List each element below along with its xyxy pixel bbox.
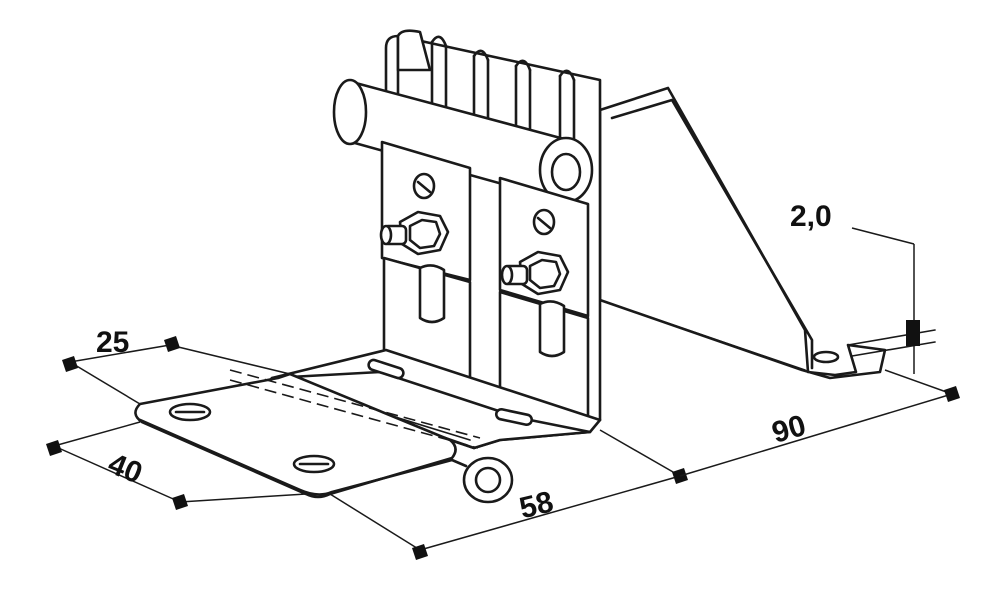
dimension-58: 58	[329, 429, 688, 560]
dim-label-90: 90	[768, 409, 809, 450]
dim-label-thickness: 2,0	[790, 200, 832, 233]
side-gusset	[598, 86, 936, 380]
dimension-thickness: 2,0	[790, 200, 920, 374]
left-slide-plate	[379, 140, 472, 390]
dimension-90: 90	[679, 369, 960, 477]
right-slide-plate	[498, 176, 590, 420]
dimension-25: 25	[62, 326, 291, 405]
dim-label-58: 58	[516, 485, 556, 525]
dim-label-25: 25	[96, 326, 129, 359]
hinge-leaf	[134, 369, 514, 504]
hinge-tube	[332, 78, 594, 204]
